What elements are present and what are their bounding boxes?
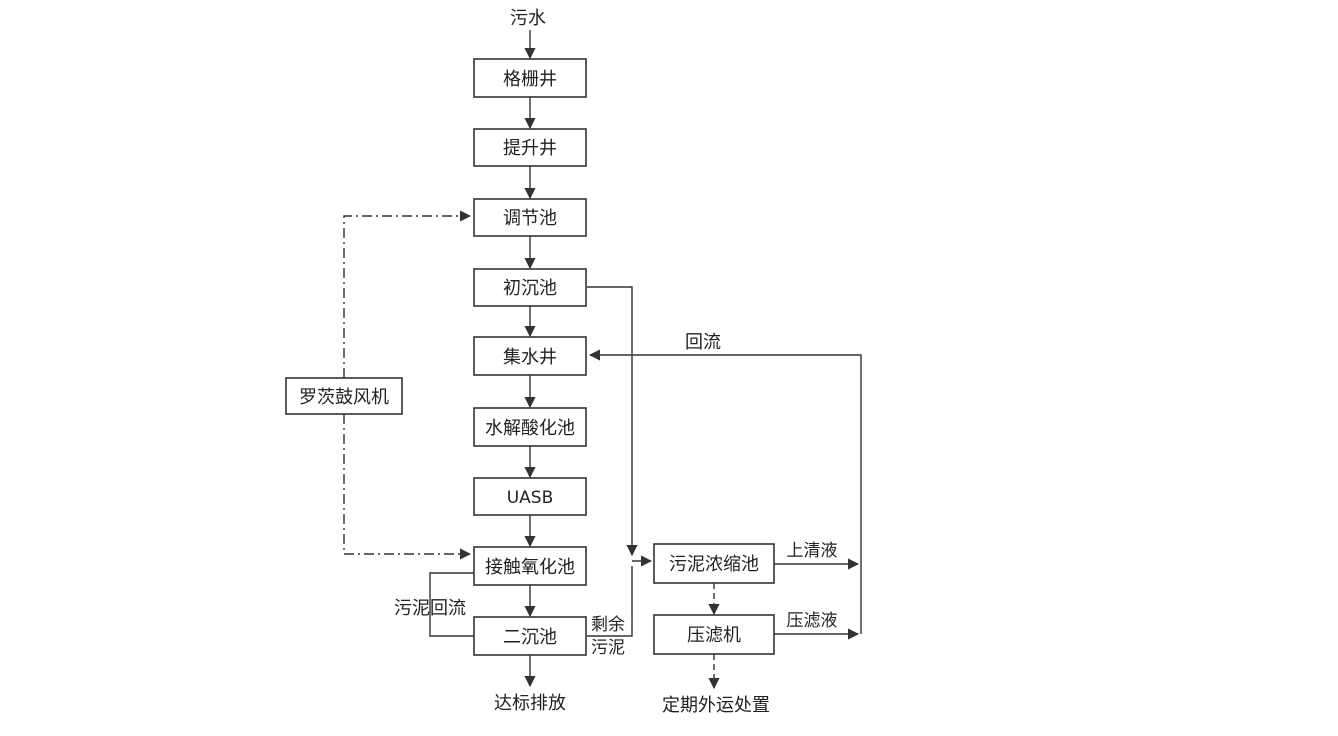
node-sludge-thickener: 污泥浓缩池 bbox=[653, 543, 775, 584]
edge-return-to-collection bbox=[588, 349, 862, 634]
node-bar-screen-label: 格栅井 bbox=[503, 69, 557, 90]
input-label: 污水 bbox=[510, 8, 546, 29]
node-hydrolysis-tank-label: 水解酸化池 bbox=[485, 418, 575, 439]
node-sludge-thickener-label: 污泥浓缩池 bbox=[669, 554, 759, 575]
edge-excess-sludge-thickener bbox=[587, 566, 633, 637]
node-filter-press: 压滤机 bbox=[653, 614, 775, 655]
node-hydrolysis-tank: 水解酸化池 bbox=[473, 407, 587, 447]
sludge-return-label: 污泥回流 bbox=[394, 598, 466, 619]
excess-sludge-label-line2: 污泥 bbox=[591, 638, 625, 658]
node-uasb-label: UASB bbox=[507, 488, 554, 508]
air-supply-edges bbox=[343, 210, 472, 560]
output-disposal-label: 定期外运处置 bbox=[662, 695, 770, 716]
node-contact-oxidation-tank-label: 接触氧化池 bbox=[485, 557, 575, 578]
return-edges bbox=[588, 349, 862, 640]
node-roots-blower-label: 罗茨鼓风机 bbox=[299, 387, 389, 408]
node-equalization-tank-label: 调节池 bbox=[503, 208, 557, 229]
node-uasb: UASB bbox=[473, 477, 587, 516]
node-primary-settling-tank-label: 初沉池 bbox=[503, 278, 557, 299]
return-flow-label: 回流 bbox=[685, 332, 721, 353]
node-filter-press-label: 压滤机 bbox=[687, 625, 741, 646]
filtrate-label: 压滤液 bbox=[787, 611, 838, 631]
node-roots-blower: 罗茨鼓风机 bbox=[285, 377, 403, 415]
node-secondary-settling-tank: 二沉池 bbox=[473, 616, 587, 656]
node-primary-settling-tank: 初沉池 bbox=[473, 268, 587, 307]
edge-primary-sludge-thickener bbox=[587, 286, 638, 557]
excess-sludge-label-line1: 剩余 bbox=[591, 615, 625, 635]
sludge-edges bbox=[587, 286, 720, 690]
node-contact-oxidation-tank: 接触氧化池 bbox=[473, 546, 587, 586]
node-collection-well: 集水井 bbox=[473, 336, 587, 376]
node-collection-well-label: 集水井 bbox=[503, 347, 557, 368]
node-secondary-settling-tank-label: 二沉池 bbox=[503, 627, 557, 648]
output-discharge-label: 达标排放 bbox=[494, 693, 566, 714]
node-lift-well-label: 提升井 bbox=[503, 138, 557, 159]
edge-blower-contact bbox=[343, 414, 472, 560]
supernatant-label: 上清液 bbox=[787, 541, 838, 561]
node-bar-screen: 格栅井 bbox=[473, 58, 587, 98]
node-equalization-tank: 调节池 bbox=[473, 198, 587, 237]
node-lift-well: 提升井 bbox=[473, 128, 587, 167]
edge-blower-equalization bbox=[343, 210, 472, 378]
edge-sludge-return bbox=[429, 572, 474, 637]
